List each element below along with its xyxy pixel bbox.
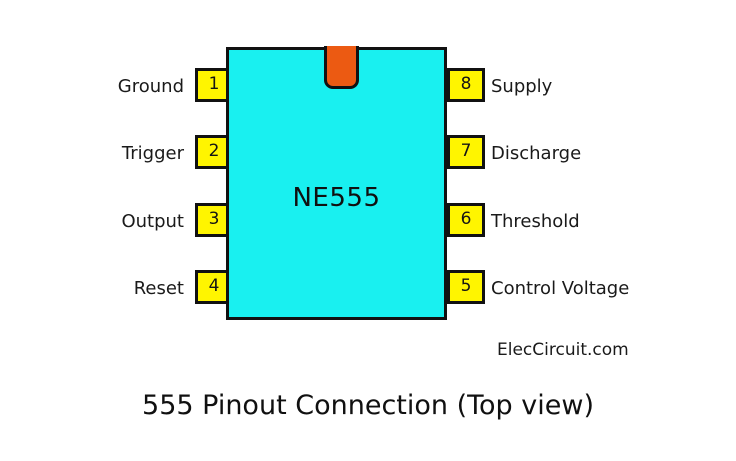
pin-number-4: 4 <box>208 275 220 296</box>
pin-pad-5[interactable]: 5 <box>447 270 485 304</box>
diagram-caption: 555 Pinout Connection (Top view) <box>142 390 594 421</box>
chip-part-number-label: NE555 <box>292 183 381 213</box>
pin-number-8: 8 <box>460 73 472 94</box>
pin-number-1: 1 <box>208 73 220 94</box>
pin-pad-6[interactable]: 6 <box>447 203 485 237</box>
site-credit-watermark: ElecCircuit.com <box>497 340 629 360</box>
pin-number-7: 7 <box>460 140 472 161</box>
pin-label-trigger: Trigger <box>121 143 184 164</box>
pin-pad-8[interactable]: 8 <box>447 68 485 102</box>
pin-label-supply: Supply <box>491 76 553 97</box>
pin-number-3: 3 <box>208 208 220 229</box>
chip-orientation-notch-icon <box>324 46 359 89</box>
pin-pad-7[interactable]: 7 <box>447 135 485 169</box>
pin-label-control-voltage: Control Voltage <box>491 278 630 299</box>
pin-label-ground: Ground <box>117 76 184 97</box>
pin-label-threshold: Threshold <box>491 211 580 232</box>
pin-number-6: 6 <box>460 208 472 229</box>
pin-label-discharge: Discharge <box>491 143 582 164</box>
pin-label-reset: Reset <box>133 278 184 299</box>
pin-number-2: 2 <box>208 140 220 161</box>
pin-label-output: Output <box>121 211 184 232</box>
pin-number-5: 5 <box>460 275 472 296</box>
